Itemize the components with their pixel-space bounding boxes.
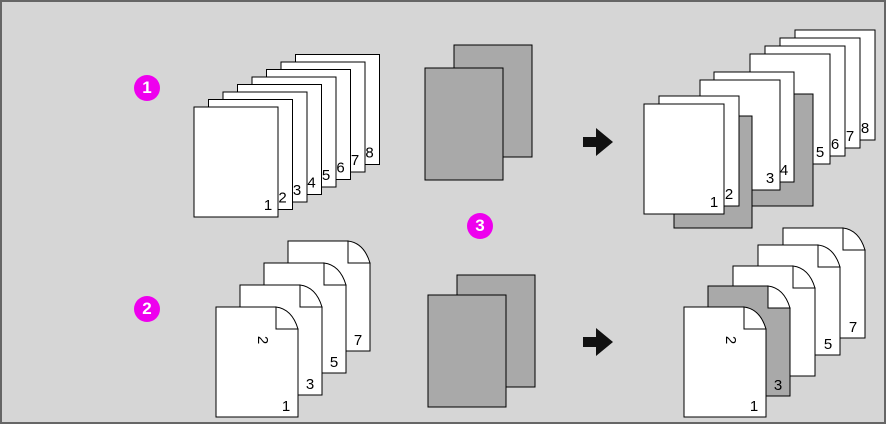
page-number-label: 3 — [766, 170, 774, 187]
page-number-label: 1 — [750, 398, 758, 415]
page-number-label: 1 — [264, 197, 272, 214]
page-number-label: 7 — [354, 332, 362, 349]
page-number-label: 5 — [330, 354, 338, 371]
page-number-label: 6 — [831, 136, 839, 153]
page-number-label: 8 — [365, 145, 373, 162]
folded-corner — [792, 265, 816, 289]
page-number-label: 5 — [816, 144, 824, 161]
folded-corner — [323, 262, 347, 286]
row2-output-stack: 78563412 — [683, 227, 866, 418]
page-number-label: 1 — [710, 194, 718, 211]
folded-corner — [275, 306, 299, 330]
page-number-label: 4 — [780, 162, 788, 179]
callout-3-badge: 3 — [467, 213, 493, 239]
folded-corner — [817, 244, 841, 268]
folded-corner — [743, 306, 767, 330]
row1-right-arrow — [583, 128, 613, 156]
insert-sheet-front — [424, 67, 504, 181]
page-number-label: 7 — [849, 319, 857, 336]
page-number-label: 3 — [293, 182, 301, 199]
row2-original-stack: 78563412 — [215, 240, 371, 418]
page-number-label: 2 — [254, 336, 271, 344]
page-sheet — [193, 106, 279, 218]
row2-insert-sheets — [427, 274, 536, 408]
duplex-sheet — [683, 306, 767, 418]
page-number-label: 7 — [846, 128, 854, 145]
page-number-label: 2 — [725, 186, 733, 203]
row2-right-arrow — [583, 328, 613, 356]
page-sheet — [643, 103, 725, 215]
page-number-label: 7 — [351, 152, 359, 169]
folded-corner — [842, 227, 866, 251]
page-number-label: 8 — [861, 120, 869, 137]
page-number-label: 1 — [282, 398, 290, 415]
callout-2-badge: 2 — [134, 296, 160, 322]
page-number-label: 5 — [322, 167, 330, 184]
page-number-label: 4 — [307, 175, 315, 192]
duplex-sheet — [215, 306, 299, 418]
row1-insert-sheets — [424, 44, 533, 181]
page-number-label: 6 — [336, 160, 344, 177]
page-number-label: 2 — [722, 336, 739, 344]
folded-corner — [299, 284, 323, 308]
page-number-label: 3 — [774, 377, 782, 394]
callout-1-badge: 1 — [134, 75, 160, 101]
page-number-label: 2 — [278, 190, 286, 207]
folded-corner — [347, 240, 371, 264]
insert-sheet-front — [427, 294, 507, 408]
folded-corner — [767, 285, 791, 309]
page-number-label: 3 — [306, 376, 314, 393]
page-number-label: 5 — [824, 336, 832, 353]
